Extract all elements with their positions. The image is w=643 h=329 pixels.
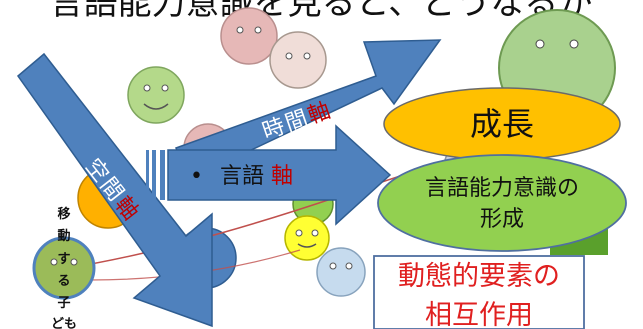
dynamic-line2: 相互作用 — [425, 300, 533, 329]
child-char-5: 子 — [57, 296, 70, 311]
slide-title: 言語能力意識を見ると、どうなるか — [50, 0, 593, 23]
moving-child-face — [32, 236, 96, 300]
space-axis-arrow — [16, 52, 213, 328]
face-pink-top — [220, 7, 278, 65]
language-axis-label: • 言語 軸 — [190, 164, 293, 189]
child-char-4: る — [57, 274, 70, 289]
face-green-left — [127, 66, 185, 124]
moving-child-label: 移 動 す る 子 ども — [51, 206, 77, 329]
dynamic-line1: 動態的要素の — [398, 261, 560, 292]
language-axis-arrow — [167, 124, 392, 226]
language-awareness-oval — [377, 154, 627, 252]
face-yellow — [284, 215, 330, 261]
growth-label: 成長 — [470, 105, 534, 143]
child-char-6: ども — [51, 317, 77, 329]
language-awareness-line1: 言語能力意識の — [425, 176, 579, 201]
language-axis-stripes — [146, 150, 165, 200]
face-light-blue — [316, 247, 366, 297]
dynamic-interaction-box — [373, 255, 585, 329]
language-awareness-line2: 形成 — [480, 207, 524, 232]
face-grey-top — [269, 31, 327, 89]
child-char-2: 動 — [57, 228, 70, 244]
child-char-3: す — [57, 252, 70, 267]
child-char-1: 移 — [57, 206, 70, 222]
